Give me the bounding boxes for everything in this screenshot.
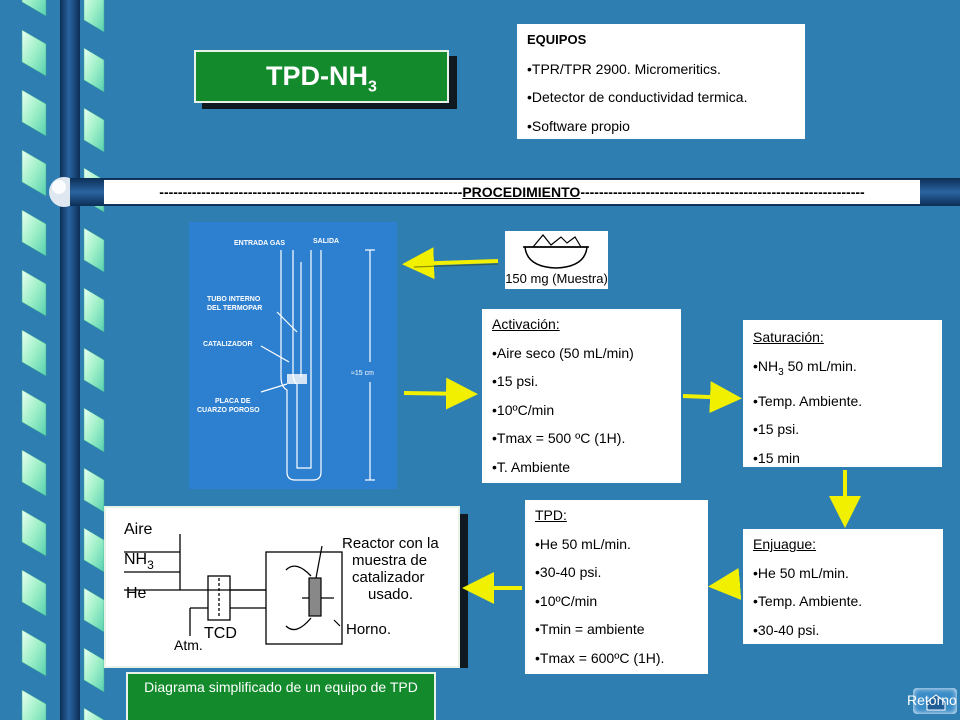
equipment-item: •Software propio: [527, 117, 630, 134]
ribbon-segment: [21, 269, 47, 317]
home-arrow-icon: [926, 694, 946, 711]
decorative-ribbon: [21, 0, 105, 720]
diagram-label-he: He: [126, 585, 147, 602]
diagram-label-tcd: TCD: [204, 625, 237, 642]
tpd-item: •30-40 psi.: [535, 564, 602, 580]
activation-item: •Tmax = 500 ºC (1H).: [492, 430, 626, 446]
ribbon-segment: [83, 347, 105, 393]
equipment-item: •Detector de conductividad termica.: [527, 89, 748, 105]
rinse-heading: Enjuague:: [753, 536, 817, 552]
tpd-item: •Tmin = ambiente: [535, 621, 645, 637]
return-label: Retorno: [907, 692, 957, 708]
saturation-item: •15 min: [753, 449, 800, 466]
ribbon-segment: [21, 509, 47, 557]
tpd-box: TPD: •He 50 mL/min. •30-40 psi. •10ºC/mi…: [525, 500, 708, 674]
equipment-box: EQUIPOS •TPR/TPR 2900. Micromeritics. •D…: [517, 24, 805, 139]
activation-item: •Aire seco (50 mL/min): [492, 344, 634, 361]
diagram-label-reactor: Reactor con la: [342, 535, 439, 552]
ribbon-segment: [83, 107, 105, 153]
activation-item: •15 psi.: [492, 373, 539, 389]
diagram-label-nh: NH3: [124, 551, 154, 572]
rinse-item: •Temp. Ambiente.: [753, 593, 863, 609]
reactor-label-length: ≈15 cm: [351, 370, 374, 377]
ribbon-segment: [83, 467, 105, 513]
reactor-label-salida: SALIDA: [313, 238, 339, 245]
arrow-reactor-to-activation: [403, 377, 478, 410]
ribbon-segment: [83, 527, 105, 573]
ribbon-segment: [21, 209, 47, 257]
equipment-heading: EQUIPOS: [527, 32, 587, 47]
reactor-label-catalizador: CATALIZADOR: [203, 341, 253, 348]
ribbon-segment: [21, 89, 47, 137]
ribbon-segment: [21, 0, 47, 17]
saturation-box: Saturación: •NH3 50 mL/min. •Temp. Ambie…: [743, 320, 942, 467]
diagram-caption: Diagrama simplificado de un equipo de TP…: [126, 672, 436, 720]
ribbon-segment: [83, 707, 105, 720]
procedure-header: ----------------------------------------…: [104, 180, 920, 204]
tpd-heading: TPD:: [535, 507, 567, 523]
ribbon-segment: [21, 569, 47, 617]
tpd-item: •He 50 mL/min.: [535, 535, 631, 552]
ribbon-segment: [21, 689, 47, 720]
reactor-label-termopar: DEL TERMOPAR: [207, 305, 262, 312]
rinse-item: •30-40 psi.: [753, 621, 820, 638]
saturation-item-nh3: •NH3 50 mL/min.: [753, 357, 857, 378]
activation-item: •T. Ambiente: [492, 458, 571, 475]
ribbon-segment: [21, 149, 47, 197]
diagram-label-horno: Horno.: [346, 621, 391, 638]
ribbon-segment: [21, 629, 47, 677]
ribbon-segment: [21, 329, 47, 377]
ribbon-segment: [83, 587, 105, 633]
ribbon-segment: [83, 407, 105, 453]
rinse-box: Enjuague: •He 50 mL/min. •Temp. Ambiente…: [743, 529, 943, 644]
arrow-rinse-to-tpd: [708, 568, 742, 600]
reactor-label-tubo: TUBO INTERNO: [207, 296, 261, 303]
reactor-label-entrada: ENTRADA GAS: [234, 240, 285, 247]
equipment-item: •TPR/TPR 2900. Micromeritics.: [527, 60, 721, 77]
saturation-item: •15 psi.: [753, 421, 800, 438]
reactor-label-placa: PLACA DE: [215, 398, 251, 405]
diagram-label-atm: Atm.: [174, 637, 203, 653]
sample-image: 150 mg (Muestra): [505, 231, 608, 289]
arrow-activation-to-saturation: [682, 381, 742, 414]
diagram-label-reactor: catalizador: [352, 569, 425, 586]
diagram-label-reactor: usado.: [368, 586, 413, 603]
ribbon-segment: [83, 647, 105, 693]
saturation-item: •Temp. Ambiente.: [753, 392, 863, 409]
title-banner: TPD-NH3: [194, 50, 457, 109]
diagram-label-aire: Aire: [124, 521, 153, 538]
ribbon-segment: [83, 0, 105, 33]
saturation-heading: Saturación:: [753, 329, 824, 345]
equipment-diagram: Aire NH3 He Atm. TCD Reactor con la mues…: [104, 506, 460, 668]
ribbon-segment: [83, 287, 105, 333]
sample-label: 150 mg (Muestra): [505, 271, 608, 286]
ribbon-segment: [83, 47, 105, 93]
ribbon-segment: [83, 227, 105, 273]
arrow-sample-to-reactor: [402, 247, 499, 280]
return-button[interactable]: Retorno: [905, 686, 960, 716]
rinse-item: •He 50 mL/min.: [753, 564, 849, 581]
bowl-icon: [523, 234, 589, 269]
reactor-label-cuarzo: CUARZO POROSO: [197, 407, 260, 414]
ribbon-segment: [21, 449, 47, 497]
reactor-schematic: ENTRADA GAS SALIDA TUBO INTERNO DEL TERM…: [189, 222, 397, 489]
activation-box: Activación: •Aire seco (50 mL/min) •15 p…: [482, 309, 681, 483]
activation-heading: Activación:: [492, 316, 560, 332]
diagram-label-reactor: muestra de: [352, 552, 427, 569]
page-title: TPD-NH3: [194, 50, 449, 103]
ribbon-segment: [21, 389, 47, 437]
tpd-item: •Tmax = 600ºC (1H).: [535, 649, 665, 666]
activation-item: •10ºC/min: [492, 401, 555, 418]
ribbon-segment: [21, 29, 47, 77]
tpd-item: •10ºC/min: [535, 592, 598, 609]
